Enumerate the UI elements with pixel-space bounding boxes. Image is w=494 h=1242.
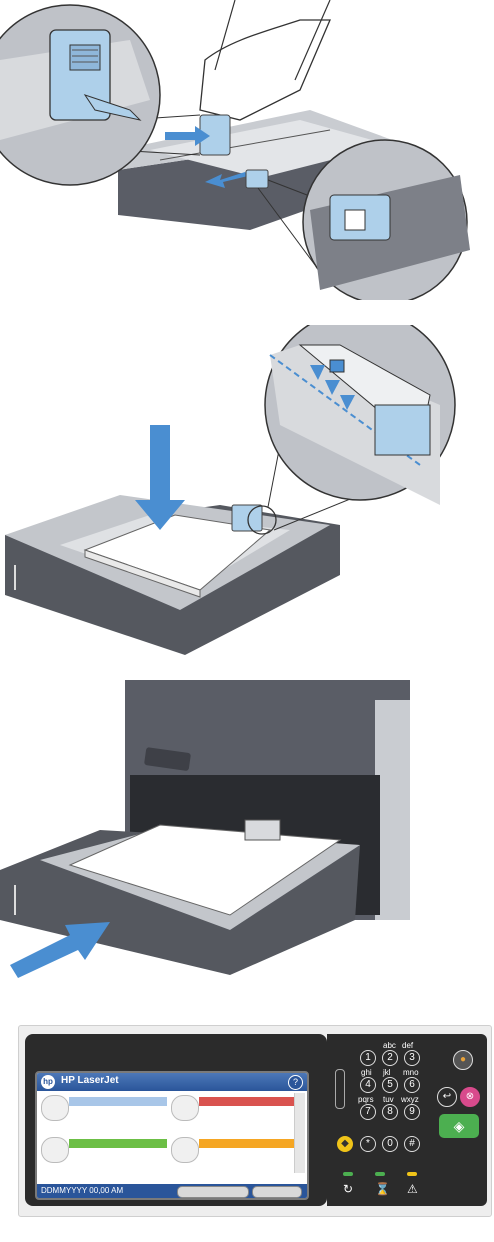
control-panel: hp HP LaserJet ? DDMMYYYY 00,00 AM abc [18, 1025, 492, 1217]
key-letters-def: def [402, 1041, 414, 1050]
key-3[interactable]: 3 [404, 1050, 420, 1066]
paper-stack [68, 824, 342, 916]
keypad-area: abc def 1 2 3 ghi jkl mno 4 5 6 pqrs tuv… [327, 1034, 487, 1206]
key-9[interactable]: 9 [404, 1104, 420, 1120]
control-panel-screen-bezel: hp HP LaserJet ? DDMMYYYY 00,00 AM [25, 1034, 327, 1206]
brand-title: HP LaserJet [61, 1075, 119, 1086]
screen-header: hp HP LaserJet ? [37, 1073, 307, 1091]
copy-tile[interactable] [69, 1097, 167, 1106]
key-letters-pqrs: pqrs [358, 1095, 374, 1104]
folder-icon[interactable] [171, 1137, 199, 1163]
key-8[interactable]: 8 [382, 1104, 398, 1120]
brightness-slider[interactable] [335, 1069, 345, 1109]
key-letters-mno: mno [403, 1068, 419, 1077]
status-button-2[interactable] [252, 1186, 302, 1198]
key-letters-tuv: tuv [383, 1095, 394, 1104]
key-star[interactable]: * [360, 1136, 376, 1152]
key-6[interactable]: 6 [404, 1077, 420, 1093]
key-letters-jkl: jkl [383, 1068, 391, 1077]
step2-illustration [0, 325, 494, 665]
stop-button[interactable]: ⊗ [460, 1087, 480, 1107]
step1-illustration [0, 0, 494, 300]
key-5[interactable]: 5 [382, 1077, 398, 1093]
touchscreen-display[interactable]: hp HP LaserJet ? DDMMYYYY 00,00 AM [35, 1071, 309, 1200]
key-hash[interactable]: # [404, 1136, 420, 1152]
key-letters-wxyz: wxyz [401, 1095, 419, 1104]
key-letters-ghi: ghi [361, 1068, 372, 1077]
hand-illustration [199, 19, 331, 121]
ready-led [343, 1172, 353, 1176]
start-button[interactable]: ◈ [439, 1114, 479, 1138]
status-bar: DDMMYYYY 00,00 AM [37, 1184, 307, 1198]
arrow-down-icon [135, 425, 185, 530]
copy-icon[interactable] [41, 1095, 69, 1121]
key-4[interactable]: 4 [360, 1077, 376, 1093]
email-icon[interactable] [41, 1137, 69, 1163]
step3-illustration [0, 680, 494, 980]
key-0[interactable]: 0 [382, 1136, 398, 1152]
favorite-button[interactable]: ◆ [337, 1136, 353, 1152]
key-7[interactable]: 7 [360, 1104, 376, 1120]
arrow-right-icon [165, 126, 210, 146]
status-datetime: DDMMYYYY 00,00 AM [41, 1186, 124, 1195]
rear-guide [245, 169, 269, 189]
status-button-1[interactable] [177, 1186, 249, 1198]
attention-led [407, 1172, 417, 1176]
ready-icon: ↻ [343, 1182, 354, 1196]
email-tile[interactable] [69, 1139, 167, 1148]
sleep-button[interactable]: ● [453, 1050, 473, 1070]
hp-logo-icon: hp [41, 1075, 55, 1089]
key-2[interactable]: 2 [382, 1050, 398, 1066]
arrow-left-icon [205, 172, 248, 188]
screen-scrollbar[interactable] [294, 1093, 305, 1173]
data-icon: ⌛ [375, 1182, 390, 1196]
tray-inner [150, 120, 390, 178]
attention-icon: ⚠ [407, 1182, 418, 1196]
key-1[interactable]: 1 [360, 1050, 376, 1066]
data-led [375, 1172, 385, 1176]
fax-icon[interactable] [171, 1095, 199, 1121]
folder-tile[interactable] [199, 1139, 294, 1148]
fax-tile[interactable] [199, 1097, 294, 1106]
back-button[interactable]: ↩ [437, 1087, 457, 1107]
help-button[interactable]: ? [288, 1075, 303, 1090]
arrow-push-icon [10, 922, 110, 978]
key-letters-abc: abc [383, 1041, 396, 1050]
